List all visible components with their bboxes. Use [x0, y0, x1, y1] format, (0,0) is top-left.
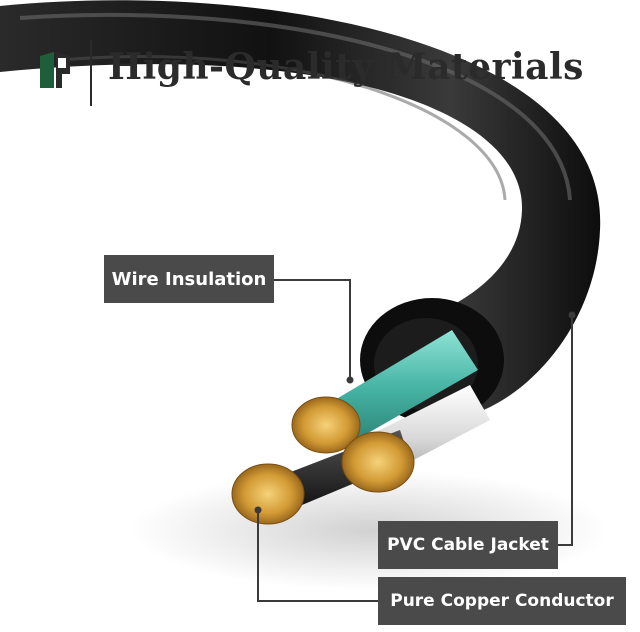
callout-wire-insulation: Wire Insulation [104, 255, 274, 303]
page-title: High-Quality Materials [108, 46, 584, 88]
copper-strand-top [291, 396, 361, 454]
header: High-Quality Materials [0, 0, 640, 120]
header-divider [90, 40, 92, 106]
copper-leader [257, 510, 378, 602]
leader-dots [254, 311, 576, 514]
leader-lines [257, 279, 573, 602]
copper-strand-left [231, 463, 305, 525]
callout-pure-copper-conductor: Pure Copper Conductor [378, 577, 626, 625]
brand-logo-icon [38, 50, 72, 90]
jacket-highlight [19, 12, 572, 201]
insulation-leader [274, 279, 351, 380]
jacket-inner-highlight [59, 55, 507, 201]
callout-pvc-cable-jacket: PVC Cable Jacket [378, 521, 558, 569]
jacket-leader [558, 315, 573, 546]
copper-strand-right [341, 431, 415, 493]
